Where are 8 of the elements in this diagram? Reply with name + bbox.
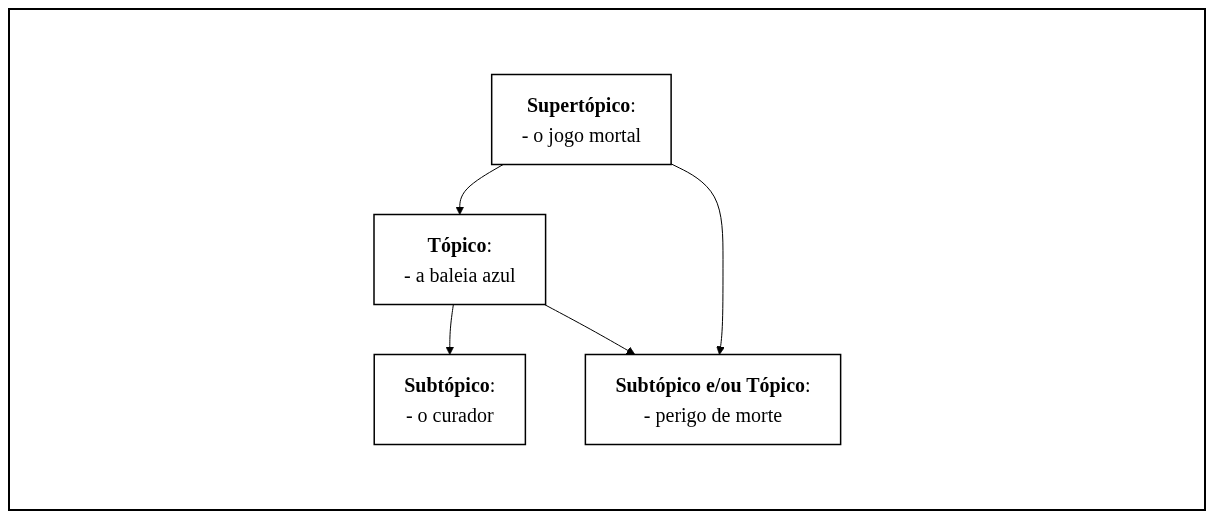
- arrow: [670, 163, 725, 355]
- arrow: [455, 164, 504, 215]
- arrow: [445, 304, 454, 355]
- arrow: [543, 304, 635, 355]
- node-box: Subtópico e/ou Tópico: - perigo de morte: [584, 353, 842, 446]
- node-box: Tópico: - a baleia azul: [372, 213, 547, 306]
- node-box: Subtópico: - o curador: [373, 353, 526, 446]
- node-box: Supertópico: - o jogo mortal: [490, 73, 672, 166]
